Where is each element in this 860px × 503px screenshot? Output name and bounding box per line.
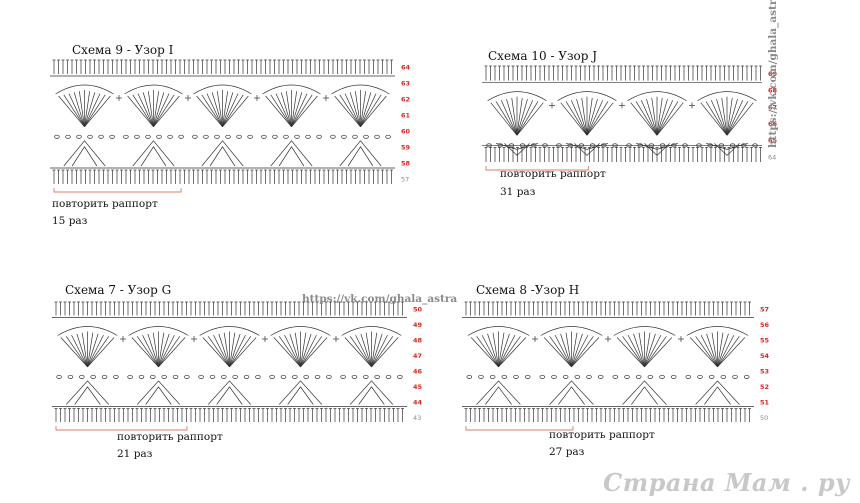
row-number: 63: [401, 80, 410, 88]
repeat-bracket: [465, 426, 574, 431]
row-number: 47: [413, 352, 422, 360]
repeat-label: повторить раппорт: [500, 168, 606, 180]
fan-arc: [270, 326, 331, 336]
row-number: 57: [760, 305, 769, 313]
row-number: 57: [401, 176, 409, 184]
row-number: 64: [401, 64, 411, 72]
scheme-title: Схема 10 - Узор J: [488, 49, 598, 63]
fan-arc: [199, 326, 260, 336]
repeat-count: 31 раз: [500, 186, 536, 198]
fan-arc: [557, 91, 617, 101]
repeat-bracket: [55, 426, 188, 431]
row-number: 61: [401, 112, 411, 120]
scheme-title: Схема 7 - Узор G: [65, 283, 172, 297]
scheme-title: Схема 8 -Узор H: [476, 283, 580, 297]
row-number: 43: [413, 414, 421, 422]
fan-arc: [262, 84, 321, 95]
crochet-chart: 69 68 67 66 65 64: [482, 62, 782, 172]
row-number: 65: [768, 137, 778, 145]
stitch-grid: [50, 59, 395, 184]
fan-arc: [341, 326, 402, 336]
row-number: 58: [401, 160, 411, 168]
row-number: 53: [760, 367, 769, 375]
watermark: https://vk.com/ghala_astra: [302, 293, 458, 305]
repeat-count: 21 раз: [117, 448, 153, 460]
fan-arc: [128, 326, 189, 336]
row-number: 67: [768, 103, 777, 111]
repeat-bracket: [53, 188, 182, 193]
repeat-label: повторить раппорт: [117, 431, 223, 443]
row-number: 59: [401, 144, 411, 152]
fan-arc: [57, 326, 118, 336]
repeat-count: 27 раз: [549, 446, 585, 458]
stitch-grid: [52, 301, 407, 422]
watermark-vertical: https://vk.com/ghala_astra: [767, 0, 779, 148]
repeat-label: повторить раппорт: [549, 429, 655, 441]
row-number: 66: [768, 120, 778, 128]
site-logo: Страна Мам . ру: [603, 468, 850, 497]
row-number: 52: [760, 383, 769, 391]
fan-arc: [55, 84, 114, 95]
fan-arc: [487, 91, 547, 101]
row-number: 44: [413, 398, 423, 406]
row-number: 45: [413, 383, 423, 391]
fan-arc: [686, 326, 749, 336]
crochet-chart: 57 56 55 54 53 52 51 50: [462, 298, 772, 433]
scheme-title: Схема 9 - Узор I: [72, 43, 174, 57]
row-number: 54: [760, 352, 770, 360]
stitch-grid: [462, 301, 754, 422]
crochet-chart: 64 63 62 61 60 59 58 57: [50, 56, 430, 196]
crochet-chart: 50 49 48 47 46 45 44 43: [52, 298, 432, 433]
fan-arc: [697, 91, 757, 101]
row-number: 49: [413, 321, 423, 329]
stitch-grid: [482, 65, 762, 162]
row-number: 55: [760, 336, 770, 344]
row-number: 48: [413, 336, 423, 344]
row-number: 68: [768, 87, 778, 95]
row-number: 64: [768, 153, 776, 161]
row-number: 60: [401, 128, 411, 136]
row-number: 50: [760, 414, 768, 422]
fan-arc: [627, 91, 687, 101]
fan-arc: [540, 326, 603, 336]
row-number: 46: [413, 367, 423, 375]
fan-arc: [193, 84, 252, 95]
fan-arc: [613, 326, 676, 336]
row-number: 51: [760, 398, 770, 406]
repeat-count: 15 раз: [52, 215, 88, 227]
row-number: 50: [413, 305, 423, 313]
row-number: 56: [760, 321, 770, 329]
fan-arc: [331, 84, 390, 95]
row-number: 62: [401, 96, 410, 104]
fan-arc: [124, 84, 183, 95]
fan-arc: [467, 326, 530, 336]
repeat-bracket: [485, 166, 589, 171]
row-number: 69: [768, 70, 778, 78]
repeat-label: повторить раппорт: [52, 198, 158, 210]
